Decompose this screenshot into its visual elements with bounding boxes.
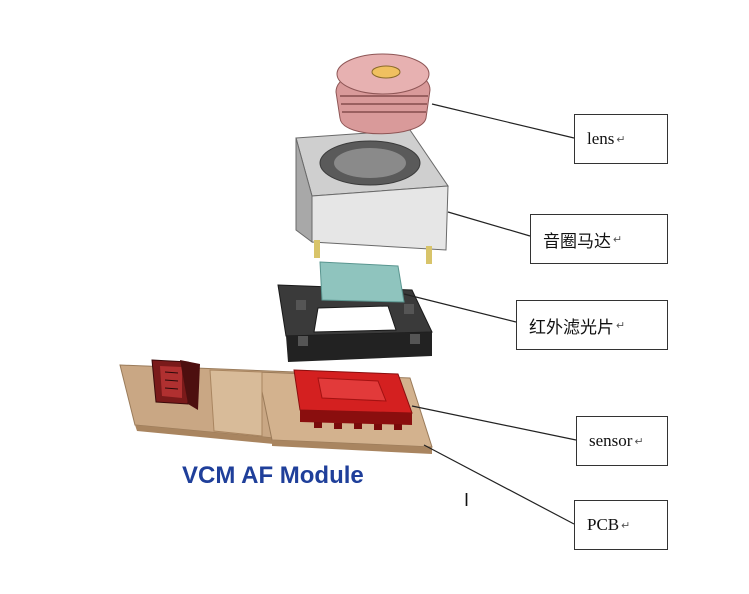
return-icon: ↵: [634, 435, 644, 448]
connector: [151, 359, 200, 410]
label-sensor-text: sensor: [589, 431, 633, 450]
label-pcb-text: PCB: [587, 515, 620, 534]
return-icon: ↵: [616, 133, 626, 146]
label-vcm-text: 音圈马达: [543, 231, 611, 251]
label-lens-text: lens: [587, 129, 615, 148]
sensor-chip: [293, 369, 413, 430]
label-pcb: PCB↵: [574, 500, 668, 550]
ir-filter-glass: [319, 261, 405, 303]
return-icon: ↵: [616, 319, 626, 332]
text-cursor-icon: I: [464, 490, 470, 510]
label-ir-filter-text: 红外滤光片: [529, 317, 614, 337]
label-sensor: sensor↵: [576, 416, 668, 466]
leader-lines: [403, 103, 577, 525]
return-icon: ↵: [613, 233, 623, 246]
diagram-title: VCM AF Module: [182, 462, 364, 489]
label-ir-filter: 红外滤光片↵: [516, 300, 668, 350]
label-lens: lens↵: [574, 114, 668, 164]
lens-barrel: [335, 53, 431, 135]
return-icon: ↵: [621, 519, 631, 532]
label-vcm: 音圈马达↵: [530, 214, 668, 264]
vcm-motor: [295, 129, 449, 264]
